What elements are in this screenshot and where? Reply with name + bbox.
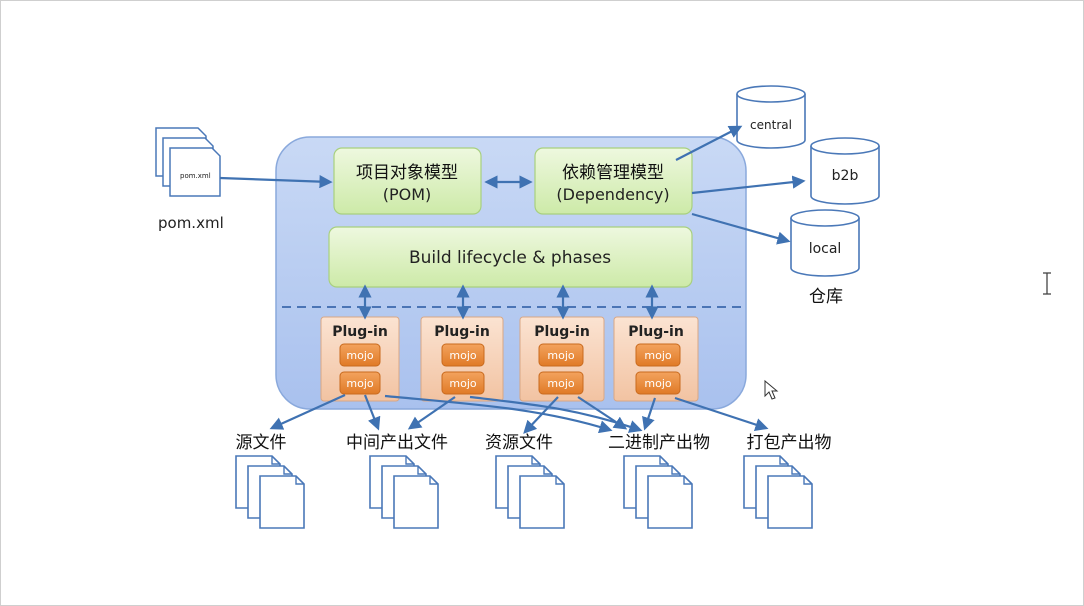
repository-b2b: b2b — [810, 137, 880, 205]
repositories-caption: 仓库 — [809, 287, 843, 307]
mojo-box — [339, 371, 381, 395]
output-files-icon — [236, 456, 304, 528]
plugin-box: Plug-in mojo mojo — [420, 316, 504, 402]
plugin-box: Plug-in mojo mojo — [320, 316, 400, 402]
output-files-icon — [744, 456, 812, 528]
pom-icon-text: pom.xml — [180, 172, 211, 180]
pom-file-caption: pom.xml — [158, 214, 224, 232]
pom-file-icon: pom.xml — [155, 127, 221, 197]
mojo-label: mojo — [547, 349, 575, 362]
mojo-label: mojo — [644, 377, 672, 390]
mouse-pointer-icon — [764, 379, 779, 400]
arrow-plugin-output — [363, 394, 381, 431]
plugin-title: Plug-in — [434, 324, 490, 340]
mojo-label: mojo — [346, 349, 374, 362]
arrow-to-b2b — [691, 175, 806, 195]
flow-arrows — [219, 125, 806, 434]
arrow-plugin-output — [407, 396, 456, 430]
mojo-box — [538, 371, 584, 395]
arrow-to-central — [675, 125, 743, 161]
output-files-icon — [496, 456, 564, 528]
mojo-label: mojo — [449, 349, 477, 362]
plugin-title: Plug-in — [628, 324, 684, 340]
repository-label: central — [750, 118, 792, 132]
output-files-icon — [370, 456, 438, 528]
output-label-intermediate: 中间产出文件 — [346, 433, 448, 453]
arrow-plugin-output — [384, 394, 613, 434]
mojo-label: mojo — [449, 377, 477, 390]
arrow-to-local — [691, 212, 791, 245]
repository-label: local — [809, 241, 842, 257]
repository-local: local — [790, 209, 860, 277]
mojo-box — [635, 371, 681, 395]
output-files-icon — [624, 456, 692, 528]
build-lifecycle-box — [328, 226, 693, 288]
build-lifecycle-label: Build lifecycle & phases — [409, 248, 611, 268]
pom-model-title: 项目对象模型 — [356, 163, 458, 183]
repository-central: central — [736, 85, 806, 149]
dependency-model-subtitle: (Dependency) — [556, 185, 669, 204]
mojo-box — [441, 371, 485, 395]
mojo-label: mojo — [644, 349, 672, 362]
mojo-box — [635, 343, 681, 367]
plugin-title: Plug-in — [332, 324, 388, 340]
output-label-binary: 二进制产出物 — [608, 433, 710, 453]
output-label-resources: 资源文件 — [485, 433, 553, 453]
mojo-box — [538, 343, 584, 367]
plugin-box: Plug-in mojo mojo — [519, 316, 605, 402]
arrow-pom-to-model — [219, 175, 333, 189]
repository-label: b2b — [832, 168, 859, 184]
arrow-plugin-output — [674, 396, 769, 431]
pom-model-subtitle: (POM) — [383, 185, 432, 204]
mojo-label: mojo — [547, 377, 575, 390]
mojo-box — [441, 343, 485, 367]
arrow-plugin-output — [269, 393, 346, 430]
dependency-model-box — [534, 147, 693, 215]
arrow-plugin-output — [642, 397, 657, 431]
output-label-package: 打包产出物 — [747, 433, 832, 453]
mojo-box — [339, 343, 381, 367]
arrow-plugin-output — [523, 396, 559, 434]
plugin-title: Plug-in — [534, 324, 590, 340]
arrow-plugin-output — [577, 396, 628, 430]
dependency-model-title: 依赖管理模型 — [562, 163, 664, 183]
output-label-source: 源文件 — [236, 433, 287, 453]
plugin-box: Plug-in mojo mojo — [613, 316, 699, 402]
mojo-label: mojo — [346, 377, 374, 390]
text-cursor-icon — [1043, 272, 1051, 295]
pom-model-box — [333, 147, 482, 215]
